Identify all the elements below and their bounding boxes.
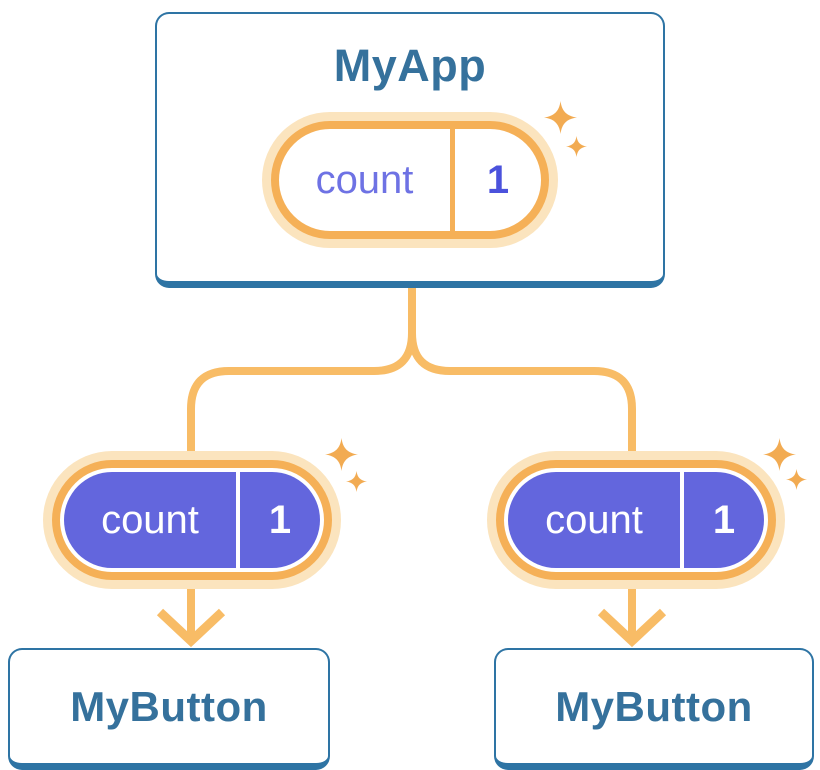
props-pill-left: count 1 [43,451,341,589]
root-card-title: MyApp [333,40,487,91]
props-pill-label: count [545,497,643,542]
state-pill-value: 1 [486,157,510,202]
arrow-down-icon [597,608,667,648]
props-pill-ring: count 1 [496,460,776,580]
props-pill-right: count 1 [487,451,785,589]
pill-divider [450,129,455,231]
child-card-right: MyButton [494,648,814,770]
props-pill-body: count 1 [64,472,320,568]
root-card: MyApp count 1 [155,12,665,288]
state-pill-body: count 1 [271,121,549,239]
sparkle-icon [786,469,807,490]
pill-divider [680,472,684,568]
branch-left-line [187,285,416,637]
pill-divider [236,472,240,568]
sparkle-icon [566,136,587,157]
child-card-title: MyButton [70,682,268,730]
arrow-down-icon [156,608,226,648]
state-pill-label: count [315,157,414,202]
state-pill: count 1 [262,112,558,248]
sparkle-icon [325,438,358,471]
props-pill-label: count [101,497,199,542]
props-pill-value: 1 [712,497,736,542]
sparkle-icon [763,438,796,471]
branch-right-line [408,285,636,637]
sparkle-icon [544,101,577,134]
child-card-left: MyButton [8,648,330,770]
sparkle-icon [346,471,367,492]
props-pill-ring: count 1 [52,460,332,580]
props-pill-body: count 1 [508,472,764,568]
props-pill-value: 1 [268,497,292,542]
child-card-title: MyButton [555,682,753,730]
